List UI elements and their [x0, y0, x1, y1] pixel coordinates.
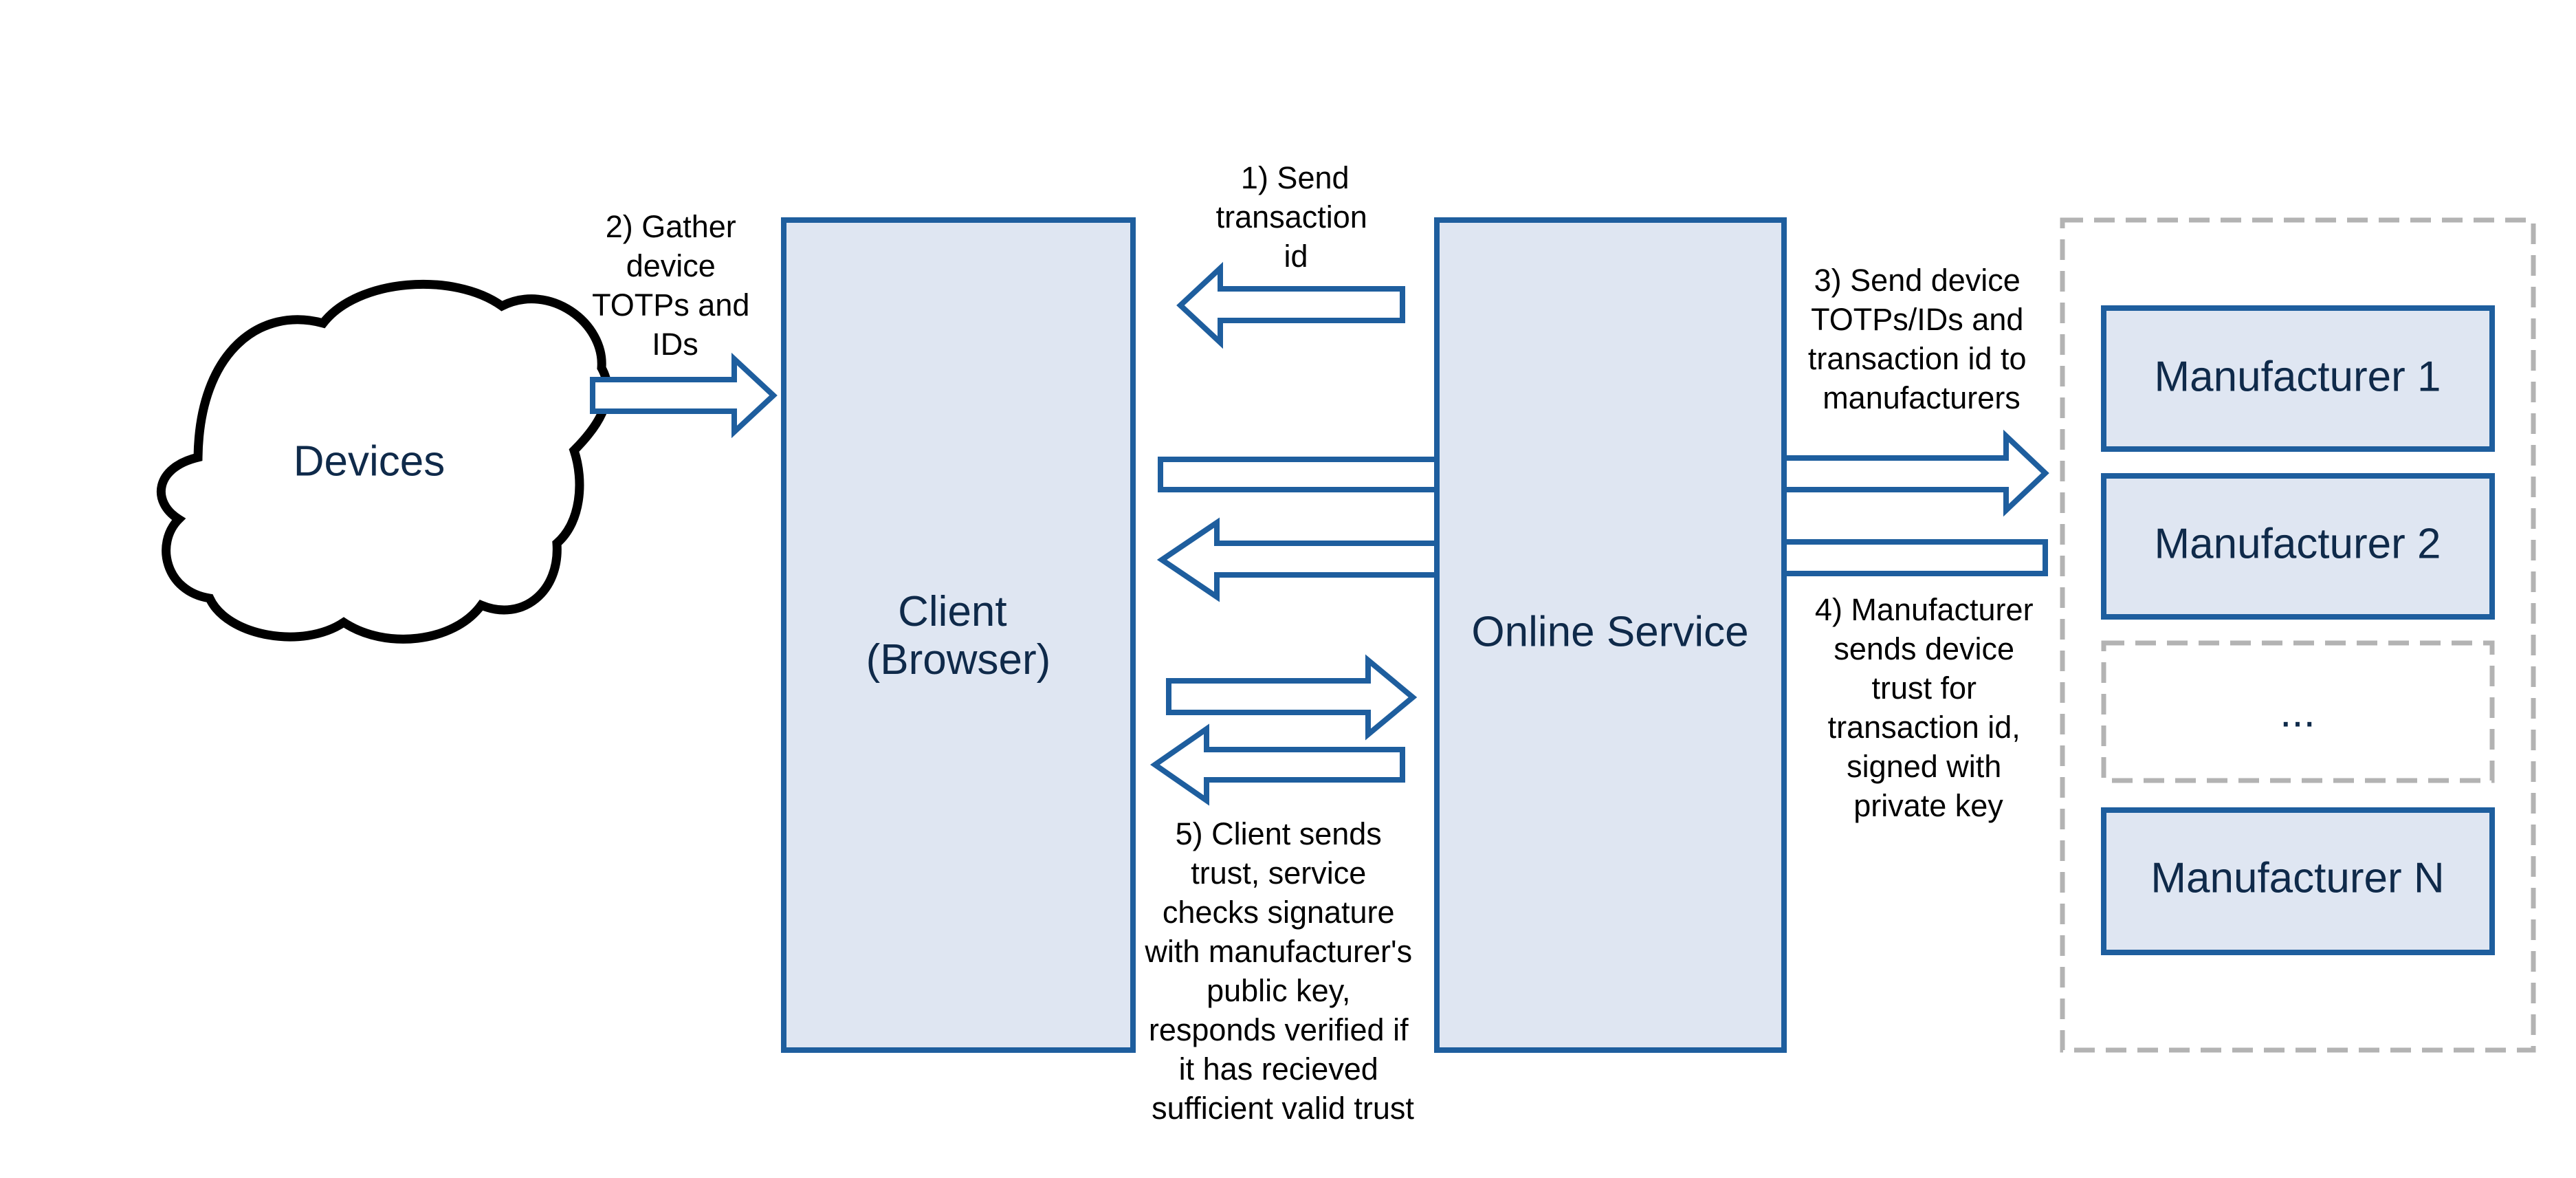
annotation-line: id	[1284, 239, 1308, 274]
annotation-line: sends device	[1834, 631, 2014, 666]
step4-annotation: 4) Manufacturer sends device trust for t…	[1815, 592, 2042, 823]
manufacturers-container	[2060, 217, 2536, 1053]
online-service-node: Online Service	[1434, 217, 1787, 1053]
client-box	[781, 217, 1136, 1053]
arrow-step5-right	[1166, 654, 1418, 741]
arrow-step5-left	[1149, 723, 1405, 806]
annotation-line: transaction id,	[1828, 710, 2021, 745]
annotation-line: responds verified if	[1149, 1012, 1409, 1047]
manufacturer-ellipsis-label: ...	[2280, 688, 2315, 736]
annotation-line: IDs	[652, 327, 698, 362]
arrow-client-service-connector	[1158, 457, 1440, 492]
devices-cloud: Devices	[157, 279, 613, 644]
client-label-line: Client	[898, 588, 1007, 635]
annotation-line: TOTPs and	[592, 287, 749, 323]
step2-annotation: 2) Gather device TOTPs and IDs	[592, 209, 758, 362]
step3-annotation: 3) Send device TOTPs/IDs and transaction…	[1808, 263, 2035, 415]
client-label: Client (Browser)	[866, 588, 1051, 684]
annotation-line: 1) Send	[1241, 160, 1350, 195]
annotation-line: device	[626, 248, 716, 283]
annotation-line: 4) Manufacturer	[1815, 592, 2034, 627]
annotation-line: checks signature	[1163, 895, 1395, 930]
manufacturer-2-label: Manufacturer 2	[2155, 520, 2441, 567]
devices-cloud-shape	[157, 279, 613, 644]
annotation-line: TOTPs/IDs and	[1811, 302, 2023, 337]
online-service-box	[1434, 217, 1787, 1053]
arrow-step3-right	[1781, 429, 2049, 517]
annotation-line: private key	[1853, 788, 2003, 823]
client-label-line: (Browser)	[866, 636, 1051, 684]
manufacturer-ellipsis-box	[2101, 640, 2495, 783]
annotation-line: 2) Gather	[606, 209, 736, 244]
devices-label: Devices	[294, 437, 445, 485]
annotation-line: manufacturers	[1823, 380, 2021, 415]
client-node: Client (Browser)	[781, 217, 1136, 1053]
manufacturer-1-label: Manufacturer 1	[2155, 353, 2441, 400]
annotation-line: trust, service	[1191, 855, 1366, 891]
annotation-line: 5) Client sends	[1176, 816, 1382, 851]
annotation-line: transaction id to	[1808, 341, 2027, 376]
step5-annotation: 5) Client sends trust, service checks si…	[1144, 816, 1420, 1126]
annotation-line: trust for	[1871, 670, 1977, 706]
arrow-step2-right	[590, 352, 778, 439]
annotation-line: with manufacturer's	[1144, 934, 1412, 969]
annotation-line: public key,	[1207, 973, 1350, 1008]
annotation-line: signed with	[1847, 749, 2001, 784]
step1-annotation: 1) Send transaction id	[1216, 160, 1376, 274]
arrow-step4-bar	[1781, 539, 2048, 576]
manufacturers-group: Manufacturer 1 Manufacturer 2 ... Manufa…	[2060, 217, 2536, 1053]
arrow-service-client-left	[1156, 517, 1440, 602]
annotation-line: it has recieved	[1179, 1051, 1378, 1087]
arrow-step1-left	[1176, 261, 1405, 349]
manufacturer-n-label: Manufacturer N	[2150, 854, 2444, 902]
arrows	[590, 261, 2049, 806]
online-service-label: Online Service	[1471, 608, 1748, 655]
manufacturer-n-box	[2101, 807, 2495, 955]
annotation-line: sufficient valid trust	[1152, 1091, 1414, 1126]
annotation-line: transaction	[1216, 199, 1367, 234]
annotation-line: 3) Send device	[1814, 263, 2021, 298]
manufacturer-1-box	[2101, 305, 2495, 452]
manufacturer-2-box	[2101, 473, 2495, 620]
